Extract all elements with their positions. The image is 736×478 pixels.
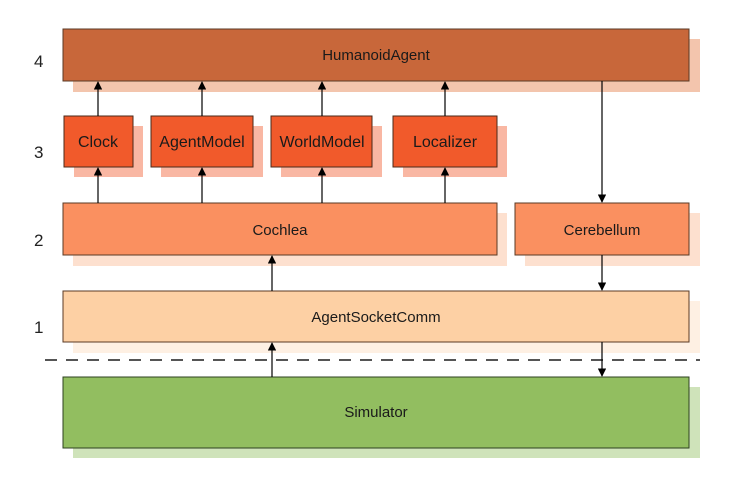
agent-socket-comm-box: AgentSocketComm <box>62 290 700 353</box>
layer-number-2: 2 <box>34 231 43 250</box>
world-model-box: WorldModel <box>270 115 382 177</box>
layer-number-3: 3 <box>34 143 43 162</box>
agent-model-box: AgentModel <box>150 115 263 177</box>
localizer-label: Localizer <box>413 134 478 151</box>
simulator-label: Simulator <box>344 404 407 421</box>
localizer-box: Localizer <box>392 115 507 177</box>
humanoid-agent-label: HumanoidAgent <box>322 47 430 64</box>
clock-label: Clock <box>78 134 119 151</box>
agent-model-label: AgentModel <box>159 134 244 151</box>
simulator-box: Simulator <box>62 376 700 458</box>
cerebellum-label: Cerebellum <box>564 222 641 239</box>
layer-number-1: 1 <box>34 318 43 337</box>
humanoid-agent-box: HumanoidAgent <box>62 28 700 92</box>
clock-box: Clock <box>63 115 143 177</box>
layer-number-4: 4 <box>34 52 43 71</box>
cerebellum-box: Cerebellum <box>514 202 700 266</box>
cochlea-box: Cochlea <box>62 202 507 266</box>
agent-socket-comm-label: AgentSocketComm <box>311 309 440 326</box>
world-model-label: WorldModel <box>279 134 364 151</box>
cochlea-label: Cochlea <box>252 222 308 239</box>
